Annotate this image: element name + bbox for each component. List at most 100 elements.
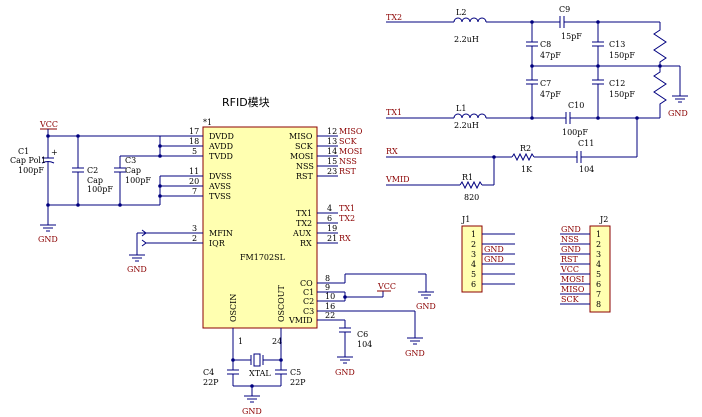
ic-pin-num: 17 bbox=[189, 127, 199, 136]
net-label: SCK bbox=[339, 137, 358, 146]
polarity-plus: + bbox=[51, 148, 58, 157]
c8-ref: C8 bbox=[540, 40, 551, 49]
c1-ref: C1 bbox=[18, 147, 29, 156]
net-label: RST bbox=[339, 167, 357, 176]
ic-pin-name: C1 bbox=[303, 288, 314, 297]
c11-ref: C11 bbox=[578, 139, 594, 148]
ground-icon bbox=[418, 291, 434, 299]
c13-value: 150pF bbox=[609, 51, 635, 60]
ic-pin-name: AVDD bbox=[208, 142, 233, 151]
ground-icon bbox=[244, 395, 260, 403]
ic-pin-name: IQR bbox=[209, 239, 226, 248]
net-label: TX2 bbox=[339, 214, 355, 223]
ic-pin-name: RX bbox=[300, 239, 312, 248]
ic-pin-name: TX1 bbox=[296, 209, 312, 218]
l1-coil bbox=[453, 113, 487, 119]
j2-pin-num: 4 bbox=[596, 260, 601, 269]
c4-value: 22P bbox=[203, 378, 219, 387]
ic-pin-name: C2 bbox=[303, 297, 314, 306]
ic-pin-num: 4 bbox=[327, 204, 332, 213]
ground-icon bbox=[129, 254, 145, 262]
ic-pin-num: 22 bbox=[325, 311, 335, 320]
gnd-label: GND bbox=[38, 235, 58, 244]
net-label: MOSI bbox=[339, 147, 362, 156]
j2-pin-num: 5 bbox=[596, 270, 601, 279]
net-label: RX bbox=[339, 234, 351, 243]
ground-icon bbox=[672, 95, 688, 103]
j1-pin-num: 5 bbox=[471, 270, 476, 279]
net-label: NSS bbox=[339, 157, 357, 166]
j2-pin-num: 1 bbox=[596, 230, 601, 239]
module-title: RFID模块 bbox=[222, 96, 270, 109]
c10-value: 100pF bbox=[562, 128, 588, 137]
cap-pins-section: GND VCC GND C6 104 GND bbox=[335, 273, 436, 377]
gnd-label: GND bbox=[335, 368, 355, 377]
ic-pin-name: TVDD bbox=[209, 152, 233, 161]
c9-value: 15pF bbox=[561, 32, 582, 41]
j2-net-label: GND bbox=[561, 245, 581, 254]
ic-ref: *1 bbox=[203, 118, 212, 127]
ic-pin-num: 15 bbox=[327, 157, 337, 166]
c2-type: Cap bbox=[87, 176, 103, 185]
gnd-label: GND bbox=[416, 302, 436, 311]
c3-type: Cap bbox=[125, 166, 141, 175]
ground-icon bbox=[407, 337, 423, 345]
j1-pin-num: 2 bbox=[471, 240, 476, 249]
ic-pin-num: 11 bbox=[189, 167, 199, 176]
vcc-label: VCC bbox=[377, 282, 396, 291]
j2-net-label: MOSI bbox=[561, 275, 584, 284]
crystal-body bbox=[253, 353, 261, 367]
net-tx2: TX2 bbox=[386, 13, 402, 22]
ic-pin-num: 14 bbox=[327, 147, 337, 156]
gnd-label: GND bbox=[127, 265, 147, 274]
c1-value: 100pF bbox=[18, 166, 44, 175]
c5-value: 22P bbox=[290, 378, 306, 387]
ground-icon bbox=[337, 356, 353, 364]
l2-coil bbox=[453, 17, 487, 23]
ic-body bbox=[202, 126, 318, 329]
antenna-coil-lower bbox=[653, 66, 667, 118]
vcc-label: VCC bbox=[39, 120, 58, 129]
ic-pin-num: 18 bbox=[189, 137, 199, 146]
ic-pin-name: SCK bbox=[295, 142, 314, 151]
ic-pin-num: 6 bbox=[327, 214, 332, 223]
c8-value: 47pF bbox=[540, 51, 561, 60]
c4-ref: C4 bbox=[203, 368, 214, 377]
j2-pin-num: 6 bbox=[596, 280, 601, 289]
ic-pin-num: 5 bbox=[192, 147, 197, 156]
c9-ref: C9 bbox=[559, 5, 570, 14]
ic-pin-num: 13 bbox=[327, 137, 337, 146]
r1-ref: R1 bbox=[462, 173, 473, 182]
net-tx1: TX1 bbox=[386, 108, 402, 117]
c7-value: 47pF bbox=[540, 90, 561, 99]
gnd-label: GND bbox=[405, 349, 425, 358]
ic-pin-name: C3 bbox=[303, 307, 314, 316]
j1-pin-num: 4 bbox=[471, 260, 476, 269]
ic-pin-name: NSS bbox=[296, 162, 314, 171]
ic-pin-num: 12 bbox=[327, 127, 337, 136]
l2-ref: L2 bbox=[456, 8, 466, 17]
c13-ref: C13 bbox=[609, 40, 625, 49]
ic-right-pin-lines bbox=[317, 135, 338, 244]
ic-pin-name: MISO bbox=[289, 132, 313, 141]
ic-pin-num: 20 bbox=[189, 177, 199, 186]
j1-body bbox=[461, 225, 483, 293]
j1-ref: J1 bbox=[461, 215, 470, 224]
ic-pin-num: 19 bbox=[327, 224, 337, 233]
l1-value: 2.2uH bbox=[454, 121, 479, 130]
j1-net-label: GND bbox=[484, 255, 504, 264]
ic-cap-pin-lines bbox=[317, 282, 345, 321]
ic-pin-num: 8 bbox=[325, 274, 330, 283]
ic-pin-num: 16 bbox=[325, 302, 335, 311]
j2-pin-num: 2 bbox=[596, 240, 601, 249]
c2-ref: C2 bbox=[87, 166, 98, 175]
ic-part-name: FM1702SL bbox=[240, 253, 286, 262]
ic-pin-num: 2 bbox=[192, 234, 197, 243]
ic-pin-name: RST bbox=[296, 172, 314, 181]
ic-pin-name: AVSS bbox=[208, 182, 231, 191]
j2-body bbox=[589, 225, 611, 313]
j1-pin-num: 1 bbox=[471, 230, 476, 239]
ic-pin-name: OSCOUT bbox=[277, 285, 286, 322]
net-vmid: VMID bbox=[385, 175, 410, 184]
c3-ref: C3 bbox=[125, 156, 136, 165]
